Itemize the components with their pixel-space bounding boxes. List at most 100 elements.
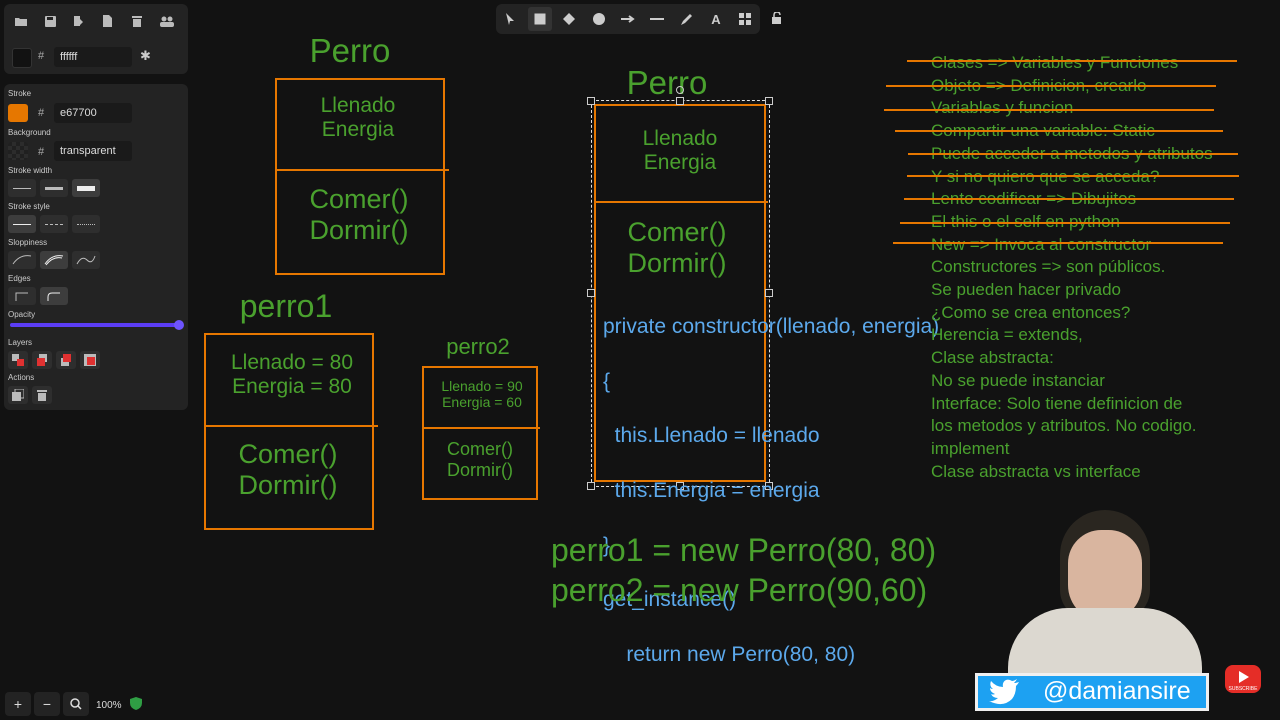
object-box[interactable] [422, 366, 538, 500]
sloppiness-label: Sloppiness [8, 238, 48, 247]
zoom-level: 100% [96, 700, 122, 711]
strikethrough [886, 85, 1216, 87]
note: Clases => Variables y Funciones [931, 53, 1179, 72]
object-methods: Comer() Dormir() [422, 439, 538, 480]
stroke-style-solid[interactable] [8, 215, 36, 233]
class-methods: Comer() Dormir() [275, 184, 443, 246]
hash-label: # [38, 50, 45, 62]
edges-round[interactable] [40, 287, 68, 305]
rotate-handle[interactable] [676, 86, 684, 94]
object-methods: Comer() Dormir() [204, 439, 372, 501]
code-line: private constructor(llenado, energia) [603, 315, 940, 339]
lock-icon[interactable] [771, 11, 783, 29]
attr-llenado: Llenado [320, 94, 396, 117]
person-shirt [1008, 608, 1202, 680]
zoom-in-button[interactable]: + [5, 692, 31, 716]
code-line: get_instance() [603, 588, 737, 612]
resize-handle[interactable] [676, 482, 684, 490]
resize-handle[interactable] [765, 97, 773, 105]
strikethrough [893, 242, 1223, 244]
instance-lines: perro1 = new Perro(80, 80) perro2 = new … [551, 530, 936, 610]
opacity-slider[interactable] [10, 323, 182, 327]
send-backward-icon[interactable] [32, 351, 52, 369]
actions-label: Actions [8, 373, 35, 382]
stroke-style-dotted[interactable] [72, 215, 100, 233]
open-icon[interactable] [8, 8, 34, 34]
class-divider [594, 201, 768, 203]
method-comer: Comer() [238, 439, 338, 469]
note: No se puede instanciar [931, 370, 1105, 390]
stroke-style-dashed[interactable] [40, 215, 68, 233]
pencil-icon[interactable] [675, 7, 699, 31]
canvas-bg-swatch[interactable] [12, 48, 32, 68]
stroke-width-extra-bold[interactable] [72, 179, 100, 197]
code-line: this.Llenado = llenado [603, 424, 820, 448]
class-box[interactable] [275, 78, 445, 275]
twitter-banner-bg [978, 676, 1206, 708]
library-icon[interactable] [733, 7, 757, 31]
canvas-bg-input[interactable]: ffffff [54, 47, 132, 67]
theme-toggle-icon[interactable]: ✱ [140, 48, 151, 63]
stroke-swatch[interactable] [8, 104, 28, 122]
bring-forward-icon[interactable] [56, 351, 76, 369]
stroke-color-input[interactable]: e67700 [54, 103, 132, 123]
zoom-out-button[interactable]: − [34, 692, 60, 716]
attr-llenado: Llenado = 90 [441, 378, 523, 394]
class-divider [275, 169, 449, 171]
resize-handle[interactable] [587, 289, 595, 297]
class-attributes: Llenado Energia [594, 127, 766, 175]
object-title: perro1 [239, 288, 333, 324]
pointer-icon[interactable] [498, 7, 522, 31]
text-icon[interactable]: A [711, 11, 721, 27]
resize-handle[interactable] [765, 482, 773, 490]
opacity-slider-thumb[interactable] [174, 320, 184, 330]
send-to-back-icon[interactable] [8, 351, 28, 369]
youtube-icon: SUBSCRIBE [1225, 665, 1261, 693]
code-line: this.Energia = energia [603, 479, 820, 503]
resize-handle[interactable] [587, 97, 595, 105]
diamond-icon[interactable] [557, 7, 581, 31]
strikethrough [907, 60, 1237, 62]
sloppiness-artist[interactable] [40, 251, 68, 269]
line-icon[interactable] [645, 7, 669, 31]
attr-energia: Energia = 80 [232, 375, 352, 399]
background-swatch[interactable] [8, 142, 28, 160]
resize-handle[interactable] [676, 97, 684, 105]
sloppiness-cartoonist[interactable] [72, 251, 100, 269]
zoom-reset-button[interactable] [63, 692, 89, 716]
background-color-input[interactable]: transparent [54, 141, 132, 161]
object-box[interactable] [204, 333, 374, 530]
webcam-overlay [1000, 500, 1210, 680]
collaborate-icon[interactable] [154, 8, 180, 34]
shield-icon [130, 697, 142, 715]
canvas-background-row: # ffffff ✱ [8, 44, 184, 70]
ellipse-icon[interactable] [587, 7, 611, 31]
export-image-icon[interactable] [95, 8, 121, 34]
stroke-width-bold[interactable] [40, 179, 68, 197]
object-divider [422, 427, 540, 429]
method-dormir: Dormir() [238, 470, 338, 501]
delete-icon[interactable] [32, 386, 52, 404]
rectangle-icon[interactable] [528, 7, 552, 31]
edges-sharp[interactable] [8, 287, 36, 305]
resize-handle[interactable] [587, 482, 595, 490]
shape-toolbar: A [496, 4, 760, 34]
method-comer: Comer() [627, 217, 727, 247]
person-face [1068, 530, 1142, 622]
save-icon[interactable] [37, 8, 63, 34]
notes-list: Clases => Variables y Funciones Objeto =… [931, 52, 1213, 483]
stroke-width-thin[interactable] [8, 179, 36, 197]
sloppiness-architect[interactable] [8, 251, 36, 269]
arrow-icon[interactable] [616, 7, 640, 31]
method-comer: Comer() [447, 439, 513, 459]
note: Variables y funcion [931, 98, 1074, 118]
trash-icon[interactable] [124, 8, 150, 34]
duplicate-icon[interactable] [8, 386, 28, 404]
note: Constructores => son públicos. [931, 257, 1166, 277]
bring-to-front-icon[interactable] [80, 351, 100, 369]
class-attributes: Llenado Energia [275, 94, 441, 142]
method-dormir: Dormir() [447, 459, 513, 480]
export-icon[interactable] [66, 8, 92, 34]
resize-handle[interactable] [765, 289, 773, 297]
twitter-icon [989, 679, 1019, 710]
